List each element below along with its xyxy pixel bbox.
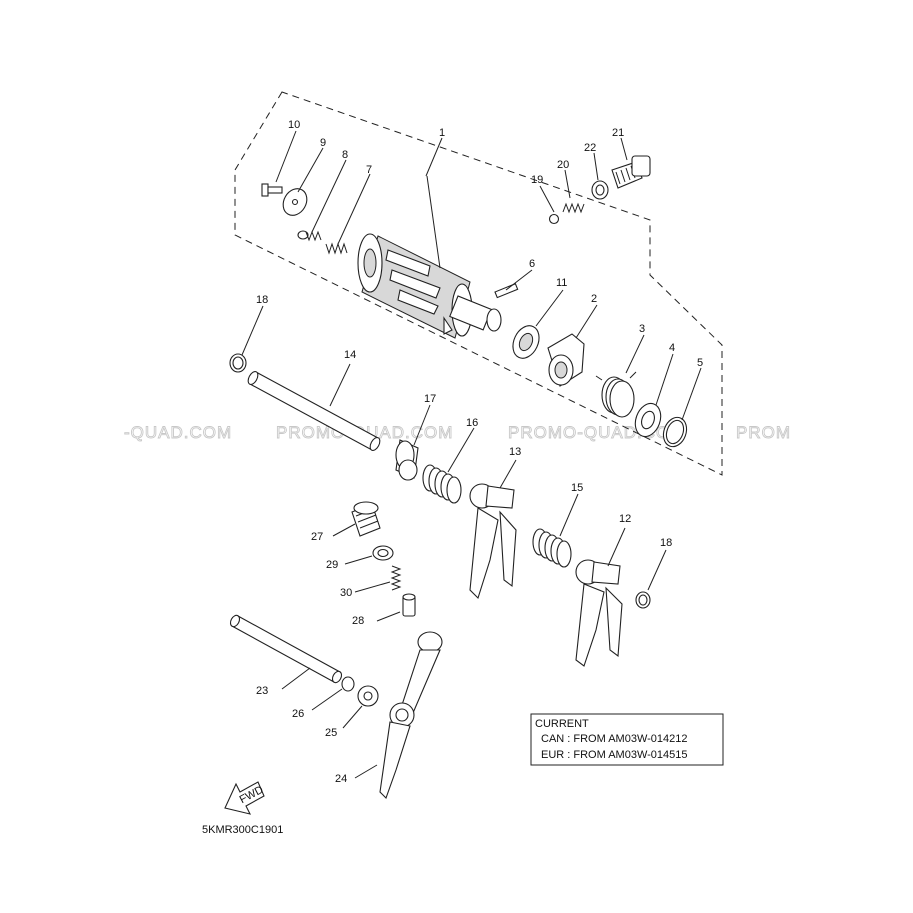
spring-3	[595, 371, 637, 418]
callout-5: 5	[697, 357, 703, 369]
ball-19	[548, 213, 560, 225]
plug-21	[611, 155, 651, 189]
spring-15	[532, 528, 572, 568]
callout-30: 30	[340, 587, 352, 599]
spring-16	[422, 464, 462, 504]
segment-2	[547, 333, 585, 387]
callout-2: 2	[591, 293, 597, 305]
shift-drum	[357, 233, 502, 339]
current-box-title: CURRENT	[535, 718, 589, 730]
callout-19: 19	[531, 174, 543, 186]
shaft-23	[229, 614, 343, 684]
callout-22: 22	[584, 142, 596, 154]
watermark: -QUAD.COM PROMO-QUAD.COM PROMO-QUAD.COM …	[124, 423, 791, 443]
callout-3: 3	[639, 323, 645, 335]
callouts: 1 2 3 4 5 6 7 8 9 10 11 12 13 14 15 16 1…	[256, 119, 703, 785]
shift-fork-12	[575, 559, 623, 667]
collar-17	[395, 439, 419, 481]
spring-20	[562, 202, 585, 214]
spring-30	[390, 565, 402, 591]
callout-28: 28	[352, 615, 364, 627]
current-box-line-2: EUR : FROM AM03W-014515	[541, 749, 688, 761]
callout-16: 16	[466, 417, 478, 429]
callout-25: 25	[325, 727, 337, 739]
shaft-14	[247, 370, 381, 452]
watermark-left: -QUAD.COM	[124, 423, 232, 442]
callout-4: 4	[669, 342, 675, 354]
fwd-arrow: FWD	[224, 781, 265, 815]
callout-23: 23	[256, 685, 268, 697]
callout-21: 21	[612, 127, 624, 139]
watermark-right: PROM	[736, 423, 791, 442]
assembly-boundary	[234, 91, 723, 476]
shift-fork-13	[469, 483, 517, 600]
callout-8: 8	[342, 149, 348, 161]
callout-15: 15	[571, 482, 583, 494]
callout-11: 11	[556, 277, 567, 289]
callout-12: 12	[619, 513, 631, 525]
callout-27: 27	[311, 531, 323, 543]
callout-14: 14	[344, 349, 356, 361]
diagram-reference: 5KMR300C1901	[202, 824, 283, 836]
callout-7: 7	[366, 164, 372, 176]
callout-24: 24	[335, 773, 347, 785]
spring-7	[325, 242, 348, 255]
callout-18-right: 18	[660, 537, 672, 549]
callout-20: 20	[557, 159, 569, 171]
bolt-27	[351, 501, 381, 537]
leader-lines	[241, 130, 702, 779]
callout-10: 10	[288, 119, 300, 131]
pin-28	[402, 593, 416, 617]
callout-13: 13	[509, 446, 521, 458]
callout-17: 17	[424, 393, 436, 405]
callout-6: 6	[529, 258, 535, 270]
pin-6	[494, 283, 519, 299]
callout-9: 9	[320, 137, 326, 149]
callout-1: 1	[439, 127, 445, 139]
current-box: CURRENT CAN : FROM AM03W-014212 EUR : FR…	[530, 713, 724, 766]
spring-8	[297, 230, 322, 242]
screw-10	[261, 183, 283, 197]
callout-29: 29	[326, 559, 338, 571]
callout-18-left: 18	[256, 294, 268, 306]
callout-26: 26	[292, 708, 304, 720]
shift-lever-24	[379, 631, 443, 800]
current-box-line-1: CAN : FROM AM03W-014212	[541, 733, 688, 745]
circlip-26	[341, 676, 355, 692]
